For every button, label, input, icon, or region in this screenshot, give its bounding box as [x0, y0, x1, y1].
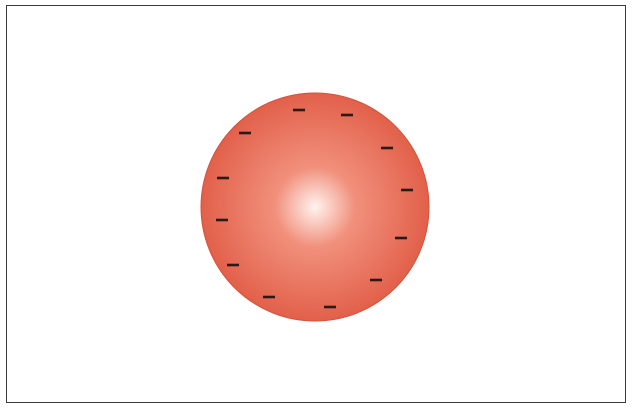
charged-sphere [201, 93, 429, 321]
